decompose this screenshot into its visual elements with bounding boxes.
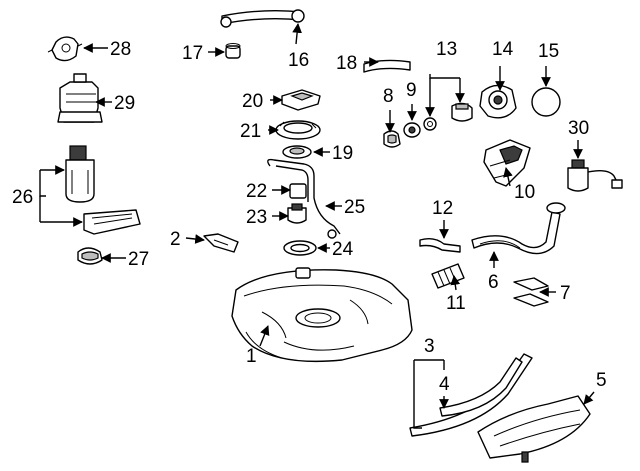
callout-19: 19 — [332, 143, 353, 164]
part-19-drawing — [282, 145, 312, 159]
callout-8: 8 — [383, 86, 394, 107]
part-28-drawing — [47, 36, 83, 62]
part-24-drawing — [283, 240, 317, 256]
callout-2: 2 — [170, 229, 181, 250]
callout-28: 28 — [110, 39, 131, 60]
callout-11: 11 — [446, 293, 466, 314]
callout-23: 23 — [246, 207, 267, 228]
part-10-drawing — [483, 139, 531, 187]
callout-22: 22 — [246, 181, 267, 202]
part-6-drawing — [471, 202, 566, 255]
callout-4: 4 — [439, 374, 450, 395]
part-12-drawing — [419, 237, 461, 253]
callout-29: 29 — [114, 93, 135, 114]
callout-21: 21 — [240, 121, 261, 142]
callout-labels: 28 29 26 27 17 16 18 20 21 19 22 23 25 2… — [12, 39, 607, 395]
callout-18: 18 — [336, 53, 357, 74]
callout-14: 14 — [492, 39, 514, 60]
leader-lines — [39, 23, 595, 429]
callout-20: 20 — [242, 91, 263, 112]
part-17-drawing — [225, 43, 241, 59]
callout-26: 26 — [12, 187, 33, 208]
callout-24: 24 — [332, 239, 354, 260]
part-16-drawing — [220, 9, 305, 28]
callout-6: 6 — [488, 272, 499, 293]
part-5-drawing — [477, 395, 591, 463]
part-27-drawing — [77, 247, 103, 265]
part-7-drawing — [513, 277, 549, 307]
callout-7: 7 — [560, 283, 571, 304]
callout-5: 5 — [596, 370, 607, 391]
callout-27: 27 — [128, 249, 149, 270]
callout-1: 1 — [246, 346, 257, 367]
part-9-drawing — [403, 122, 421, 138]
part-26-drawing — [65, 145, 141, 235]
callout-30: 30 — [568, 118, 589, 139]
callout-15: 15 — [538, 41, 559, 62]
part-22-drawing — [289, 183, 307, 199]
callout-17: 17 — [182, 43, 203, 64]
callout-13: 13 — [436, 39, 457, 60]
part-23-drawing — [287, 203, 307, 224]
part-20-drawing — [281, 89, 321, 111]
part-14-drawing — [479, 84, 517, 119]
part-29-drawing — [57, 73, 103, 123]
part-21-drawing — [275, 120, 321, 140]
part-30-drawing — [567, 159, 623, 192]
callout-9: 9 — [406, 80, 417, 101]
part-1-drawing — [231, 267, 413, 363]
part-4-drawing — [439, 357, 523, 417]
part-11-drawing — [431, 263, 465, 289]
part-13-drawing — [423, 102, 473, 131]
callout-12: 12 — [432, 198, 453, 219]
callout-16: 16 — [288, 50, 309, 71]
part-25-drawing — [267, 158, 341, 239]
callout-10: 10 — [514, 182, 535, 203]
part-15-drawing — [531, 87, 561, 117]
part-2-drawing — [203, 233, 239, 253]
callout-3: 3 — [424, 336, 435, 357]
callout-25: 25 — [344, 197, 365, 218]
part-8-drawing — [383, 130, 401, 148]
